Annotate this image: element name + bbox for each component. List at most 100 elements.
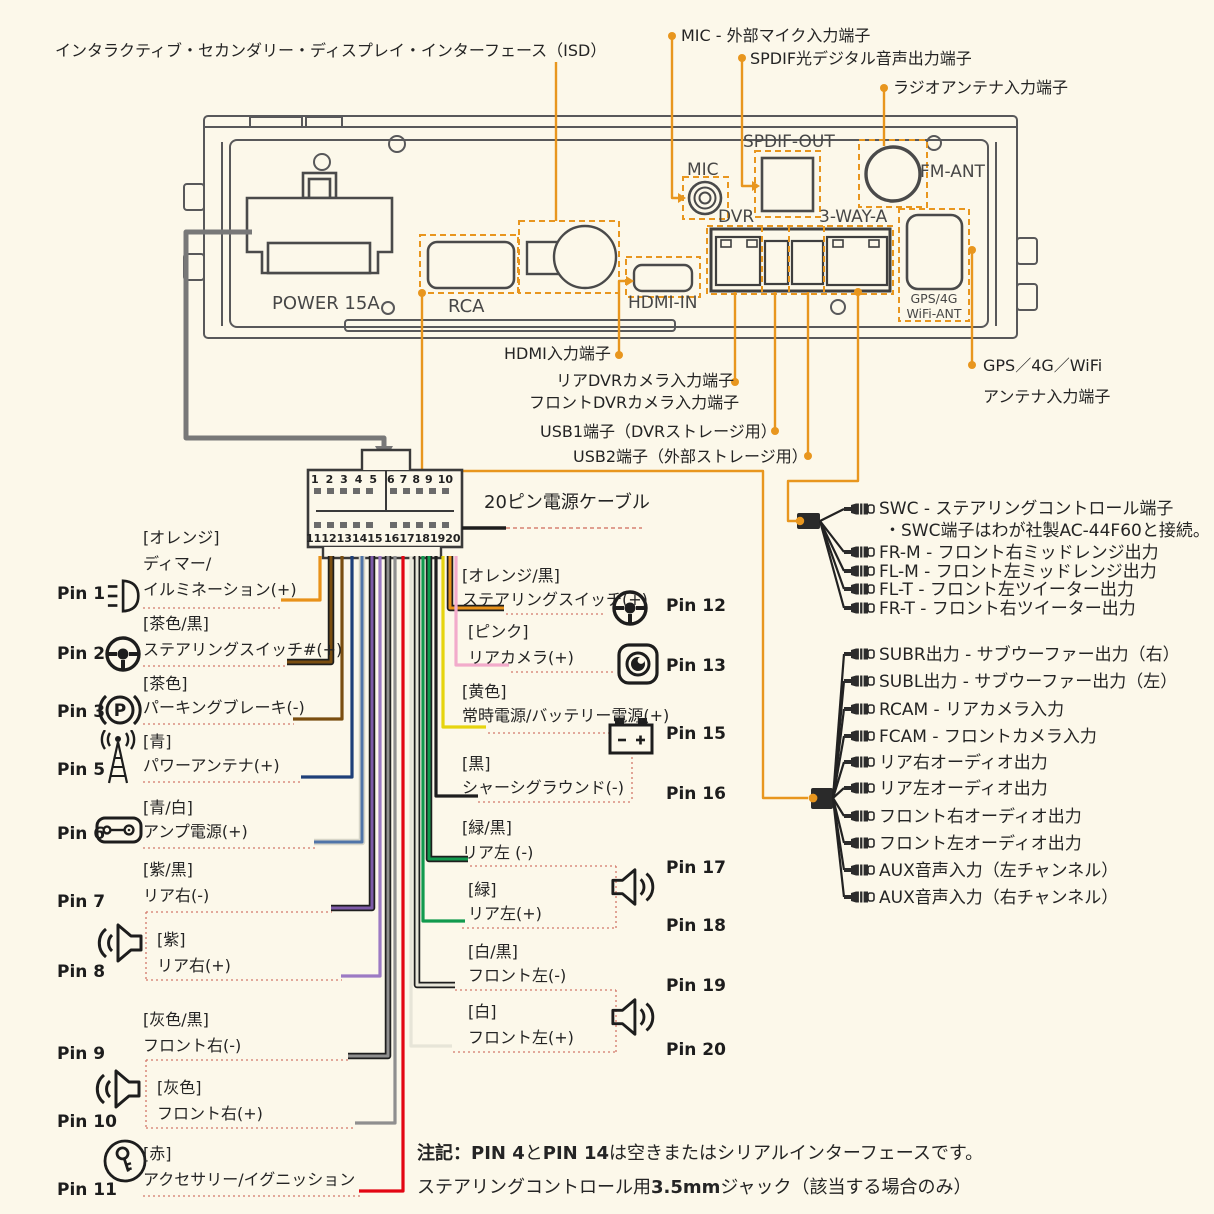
harness-front-right-audio-label: フロント右オーディオ出力: [879, 807, 1082, 827]
pin6-color-label: [青/白]: [143, 798, 193, 817]
rca-plug-icon: [844, 863, 875, 877]
panel-fm-ant-label: FM-ANT: [920, 162, 985, 182]
mount-tab-right: [1016, 283, 1038, 311]
panel-gps-label-line2: WiFi-ANT: [906, 306, 962, 321]
note-pin4: PIN 4: [471, 1143, 525, 1164]
pin17-function: リア左 (-): [462, 843, 534, 862]
screw-hole: [388, 135, 406, 153]
pin8-color-label: [紫]: [157, 930, 186, 949]
pin6-function: アンプ電源(+): [143, 822, 248, 841]
pin12-function: ステアリングスイッチ(+): [462, 590, 648, 609]
harness-aux-right-label: AUX音声入力（右チャンネル）: [879, 888, 1119, 908]
panel-dvr-label: DVR: [718, 207, 755, 227]
port-highlight-boxes: [419, 139, 970, 322]
pin7-label: Pin 7: [57, 892, 106, 912]
mount-tab-right: [1016, 237, 1038, 265]
panel-gps-label-line1: GPS/4G: [910, 291, 958, 306]
callout-isd-label: インタラクティブ・セカンダリー・ディスプレイ・インターフェース（ISD）: [55, 41, 607, 60]
speaker-icon: [95, 1069, 141, 1109]
pin9-color-label: [灰色/黒]: [143, 1010, 209, 1029]
pin3-label: Pin 3: [57, 702, 106, 722]
harness-swc-label: SWC - ステアリングコントロール端子: [879, 499, 1174, 519]
pin16-color-label: [黒]: [462, 754, 491, 773]
callout-spdif-label: SPDIF光デジタル音声出力端子: [750, 49, 972, 68]
callout-front-dvr-label: フロントDVRカメラ入力端子: [529, 393, 740, 412]
rca-port: [426, 240, 516, 290]
rca-harness: [808, 647, 875, 904]
rca-plug-icon: [844, 647, 875, 661]
harness-frt-label: FR-T - フロント右ツイーター出力: [879, 599, 1136, 619]
callout-mic-label: MIC - 外部マイク入力端子: [681, 26, 871, 45]
rca-plug-icon: [844, 755, 875, 769]
pin20-color-label: [白]: [468, 1002, 497, 1021]
hdmi-port: [632, 263, 694, 293]
camera-icon: [617, 643, 659, 685]
pin12-label: Pin 12: [666, 596, 726, 616]
pin19-label: Pin 19: [666, 976, 726, 996]
note-line2-a: ステアリングコントロール用: [417, 1177, 651, 1198]
note-line1: 注記：PIN 4とPIN 14は空きまたはシリアルインターフェースです。: [417, 1143, 983, 1166]
callout-leader-dots: [418, 32, 976, 460]
pin3-function: パーキングブレーキ(-): [143, 698, 305, 717]
pin1-function-line1: ディマー/: [143, 554, 212, 573]
20pin-connector: [306, 448, 464, 560]
pin6-label: Pin 6: [57, 824, 106, 844]
harness-rcam-label: RCAM - リアカメラ入力: [879, 700, 1065, 720]
pin10-function: フロント右(+): [157, 1104, 263, 1123]
pin2-function: ステアリングスイッチ#(+): [143, 640, 343, 659]
note-prefix: 注記：: [417, 1143, 471, 1164]
wire-harness: [281, 556, 509, 1193]
pin15-label: Pin 15: [666, 724, 726, 744]
screw-hole: [830, 299, 846, 315]
note-line2: ステアリングコントロール用3.5mmジャック（該当する場合のみ）: [417, 1177, 972, 1200]
panel-gps-label: GPS/4G WiFi-ANT: [899, 291, 969, 321]
pin8-label: Pin 8: [57, 962, 106, 982]
cable-label: 20ピン電源ケーブル: [484, 492, 650, 513]
swc-harness: [795, 502, 875, 615]
pin1-function-line2: イルミネーション(+): [143, 580, 297, 599]
pin2-label: Pin 2: [57, 644, 106, 664]
speaker-icon: [97, 923, 143, 963]
pin16-label: Pin 16: [666, 784, 726, 804]
panel-spdif-label: SPDIF-OUT: [743, 132, 835, 152]
harness-frm-label: FR-M - フロント右ミッドレンジ出力: [879, 543, 1159, 563]
label-underlines: [143, 607, 633, 1197]
panel-3way-label: 3-WAY-A: [819, 207, 888, 227]
rca-plug-icon: [844, 781, 875, 795]
pin11-function: アクセサリー/イグニッション: [143, 1170, 356, 1189]
pin10-color-label: [灰色]: [157, 1078, 202, 1097]
gps-ant-port: [905, 213, 964, 291]
isd-port: [525, 224, 618, 290]
callout-gps-label-line2: アンテナ入力端子: [983, 387, 1111, 406]
pin13-color-label: [ピンク]: [468, 622, 529, 641]
pin19-function: フロント左(-): [468, 966, 567, 985]
screw-hole: [313, 153, 331, 171]
pin18-label: Pin 18: [666, 916, 726, 936]
harness-rear-right-audio-label: リア右オーディオ出力: [879, 753, 1048, 773]
ignition-key-icon: [103, 1139, 147, 1183]
pin5-label: Pin 5: [57, 760, 106, 780]
pin1-label: Pin 1: [57, 584, 106, 604]
rca-plug-icon: [844, 809, 875, 823]
pin15-function: 常時電源/バッテリー電源(+): [462, 706, 670, 725]
pin17-color-label: [緑/黒]: [462, 818, 512, 837]
rca-plug-icon: [844, 729, 875, 743]
pin10-label: Pin 10: [57, 1112, 117, 1132]
note-rest: は空きまたはシリアルインターフェースです。: [609, 1143, 984, 1164]
power-connector: [245, 171, 394, 275]
pin16-function: シャーシグラウンド(-): [462, 778, 624, 797]
pin12-color-label: [オレンジ/黒]: [462, 566, 560, 585]
pin11-color-label: [赤]: [143, 1144, 172, 1163]
speaker-icon: [611, 998, 655, 1036]
callout-rear-dvr-label: リアDVRカメラ入力端子: [556, 371, 735, 390]
speaker-icon: [611, 868, 655, 906]
pin7-function: リア右(-): [143, 886, 210, 905]
harness-subl-label: SUBL出力 - サブウーファー出力（左）: [879, 672, 1178, 692]
rca-plug-icon: [844, 836, 875, 850]
callout-usb2-label: USB2端子（外部ストレージ用）: [573, 447, 808, 466]
rca-plug-icon: [844, 582, 875, 596]
spdif-port: [760, 156, 815, 213]
